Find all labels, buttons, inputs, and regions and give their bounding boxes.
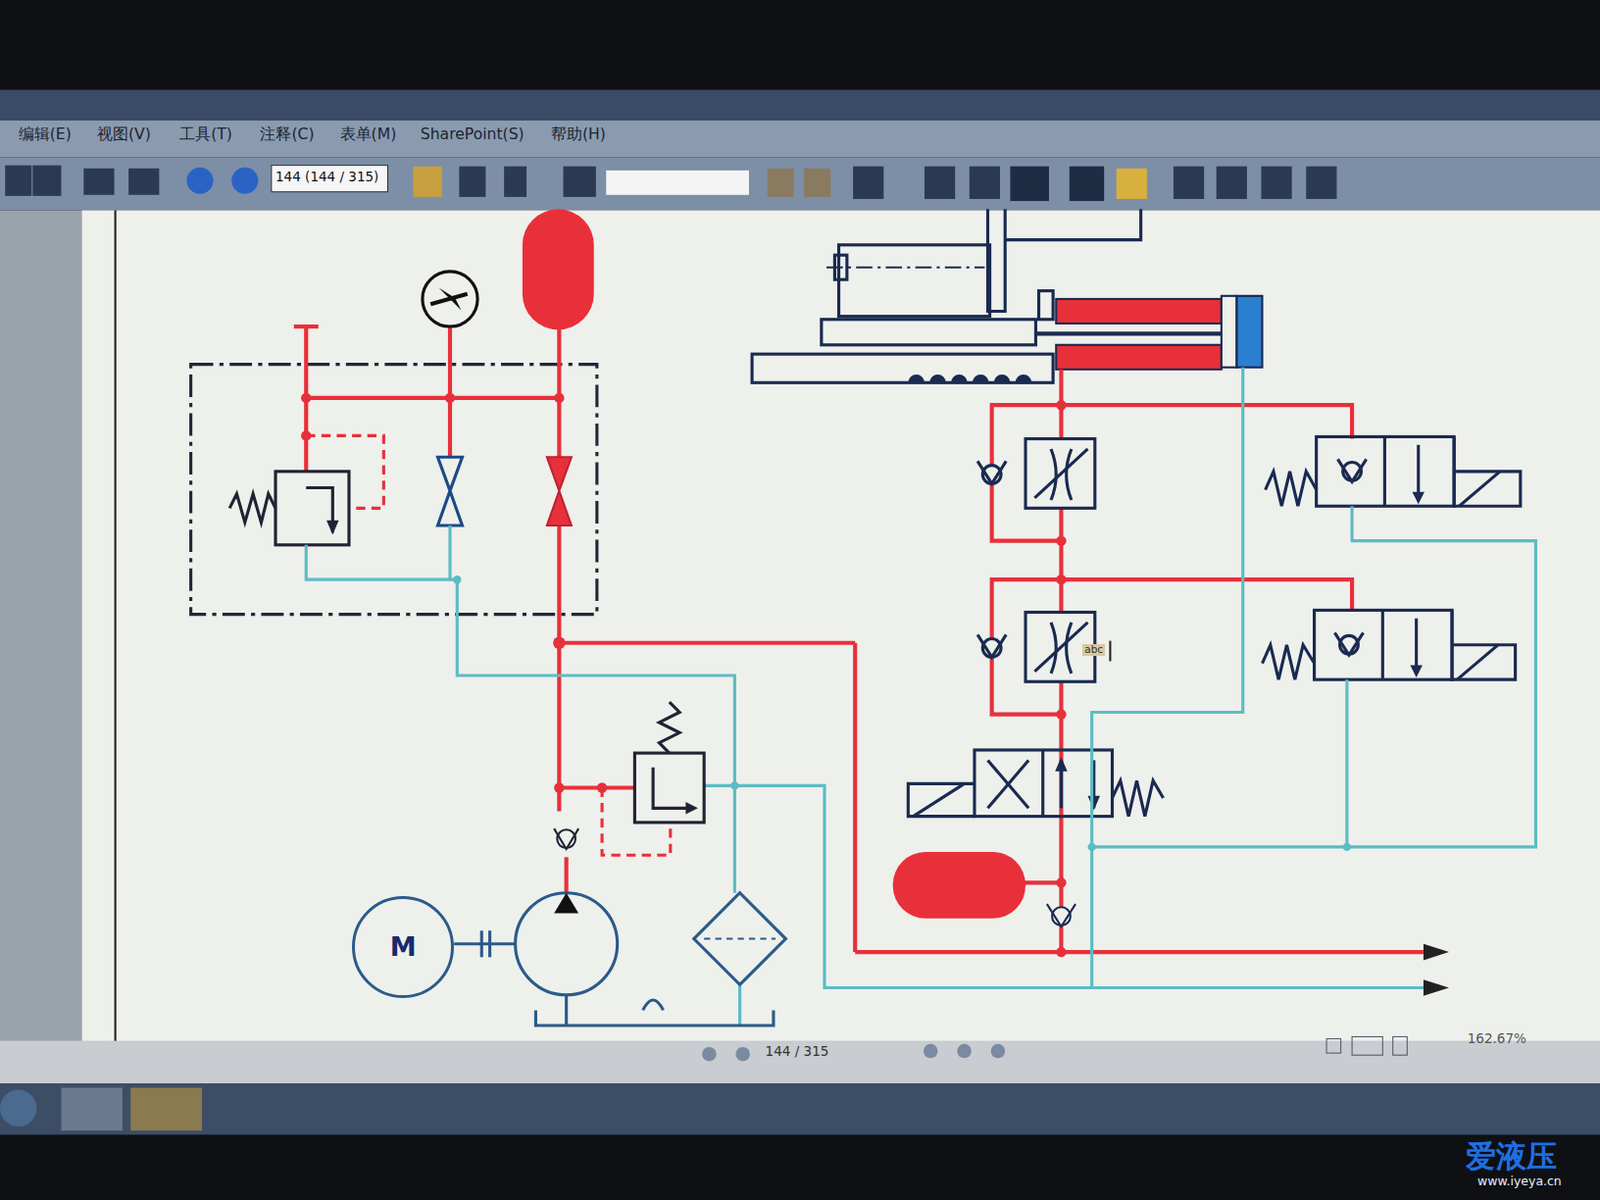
menu-item: 工具(T) (179, 126, 233, 145)
zoom-level: 162.67% (1467, 1031, 1527, 1048)
motor-symbol: M (351, 896, 454, 999)
menu-item: 注释(C) (259, 126, 314, 145)
page-number-box: 144 (144 / 315) (275, 169, 379, 186)
motor-label: M (390, 931, 417, 962)
menu-item: 表单(M) (340, 126, 398, 145)
watermark-url: www.iyeya.cn (1477, 1174, 1562, 1189)
menu-item: 视图(V) (97, 126, 151, 145)
page-counter: 144 / 315 (765, 1044, 830, 1060)
menu-item: SharePoint(S) (420, 126, 525, 145)
menu-item: 编辑(E) (18, 126, 72, 145)
watermark: 爱液压 (1465, 1139, 1557, 1175)
menu-item: 帮助(H) (550, 126, 606, 145)
cursor-label: abc (1082, 644, 1105, 656)
